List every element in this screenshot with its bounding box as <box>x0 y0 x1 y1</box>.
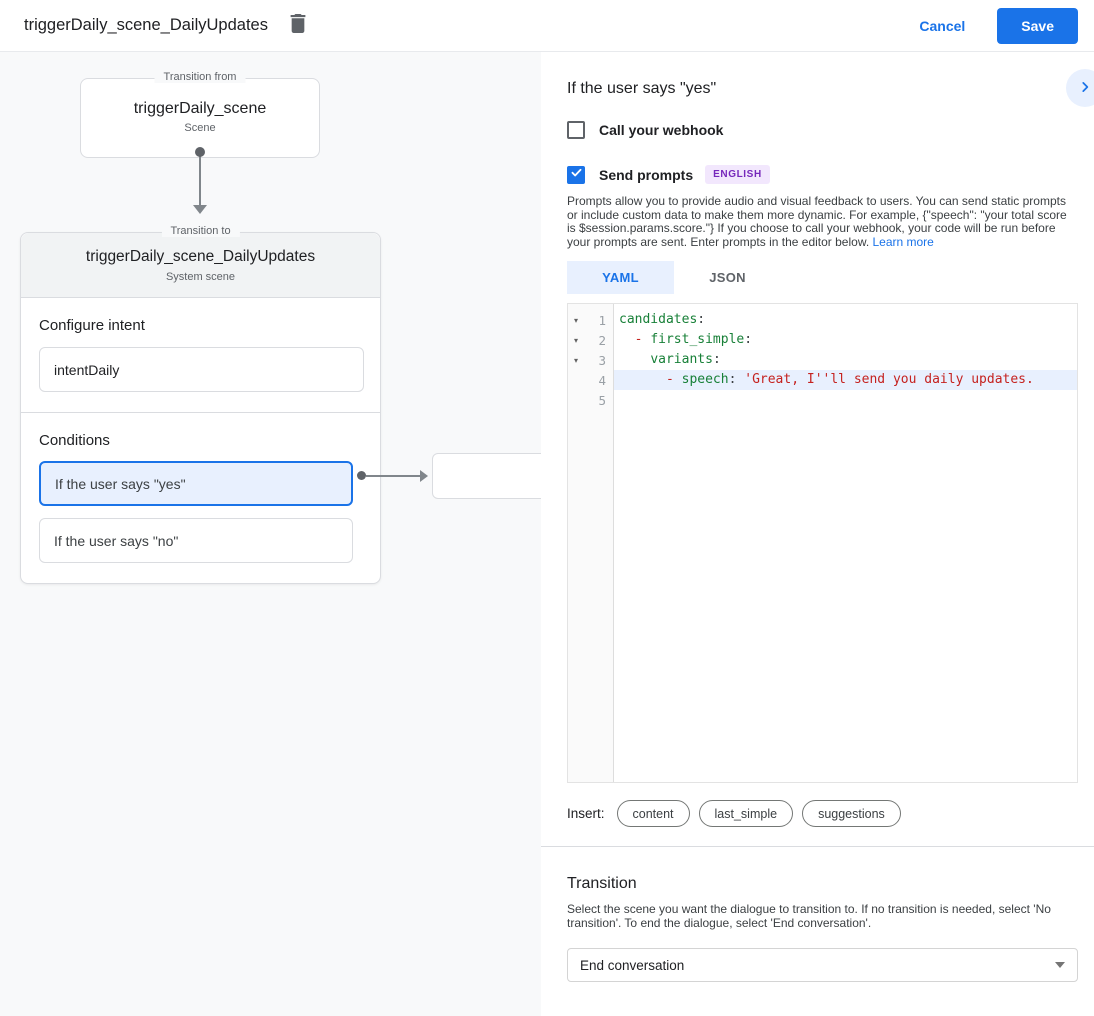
top-bar: triggerDaily_scene_DailyUpdates Cancel S… <box>0 0 1094 52</box>
insert-label: Insert: <box>567 806 605 821</box>
gutter-row: 4 <box>568 370 613 390</box>
code-line-3: variants: <box>614 350 1077 370</box>
transition-arrow-line <box>199 152 201 206</box>
editor-code-area[interactable]: candidates: - first_simple: variants: - … <box>614 304 1077 782</box>
yaml-key: first_simple <box>650 332 745 347</box>
condition-target-node[interactable] <box>432 453 541 499</box>
condition-item-yes[interactable]: If the user says "yes" <box>39 461 353 506</box>
yaml-indent <box>619 332 635 347</box>
tab-yaml[interactable]: YAML <box>567 261 674 294</box>
caret-down-icon <box>1055 962 1065 968</box>
code-line-1: candidates: <box>614 310 1077 330</box>
code-line-5 <box>614 390 1077 410</box>
trash-icon <box>290 13 306 38</box>
language-badge: ENGLISH <box>705 165 770 184</box>
send-prompts-checkbox[interactable] <box>567 165 585 184</box>
save-button[interactable]: Save <box>997 7 1078 44</box>
yaml-key: variants <box>650 352 713 367</box>
transition-description: Select the scene you want the dialogue t… <box>567 902 1051 930</box>
fold-arrow-icon[interactable]: ▾ <box>573 355 578 365</box>
page-title: triggerDaily_scene_DailyUpdates <box>24 16 268 34</box>
editor-format-tabs: YAML JSON <box>567 261 1078 294</box>
to-scene-name: triggerDaily_scene_DailyUpdates <box>85 248 316 265</box>
yaml-punc: : <box>697 312 706 327</box>
transition-from-legend: Transition from <box>154 71 246 83</box>
condition-arrow-origin-dot <box>357 471 366 480</box>
transition-arrow-origin-dot <box>195 147 205 157</box>
main-content: Transition from triggerDaily_scene Scene… <box>0 52 1094 1016</box>
condition-item-no[interactable]: If the user says "no" <box>39 518 353 563</box>
fold-arrow-icon[interactable]: ▾ <box>573 335 578 345</box>
configure-intent-label: Configure intent <box>39 317 145 334</box>
transition-dropdown[interactable]: End conversation <box>567 948 1078 982</box>
chevron-right-icon <box>1078 80 1092 97</box>
webhook-checkbox[interactable] <box>567 121 585 139</box>
yaml-key: speech <box>681 372 729 387</box>
line-number: 4 <box>598 372 606 388</box>
panel-title: If the user says "yes" <box>567 80 717 97</box>
editor-gutter: ▾ 1 ▾ 2 ▾ 3 4 <box>568 304 614 782</box>
insert-chip-suggestions[interactable]: suggestions <box>802 800 901 827</box>
conditions-section: Conditions If the user says "yes" If the… <box>21 412 380 583</box>
yaml-punc: : <box>744 332 753 347</box>
prompt-code-editor[interactable]: ▾ 1 ▾ 2 ▾ 3 4 <box>567 303 1078 783</box>
send-prompts-checkbox-row[interactable]: Send prompts ENGLISH <box>567 165 1078 184</box>
gutter-row: 5 <box>568 390 613 410</box>
transition-to-legend: Transition to <box>161 225 240 237</box>
prompts-description-text: Prompts allow you to provide audio and v… <box>567 194 1067 249</box>
insert-row: Insert: content last_simple suggestions <box>567 800 1078 827</box>
check-icon <box>570 166 583 184</box>
tab-json[interactable]: JSON <box>709 270 746 285</box>
transition-section-title: Transition <box>567 875 637 892</box>
condition-editor-panel: If the user says "yes" Call your webhook… <box>541 52 1094 1016</box>
line-number: 2 <box>598 332 606 348</box>
line-number: 3 <box>598 352 606 368</box>
condition-arrowhead-icon <box>420 470 428 482</box>
to-scene-type: System scene <box>165 271 236 283</box>
learn-more-link[interactable]: Learn more <box>872 234 934 249</box>
from-scene-type: Scene <box>184 122 216 134</box>
transition-dropdown-value: End conversation <box>580 957 685 973</box>
gutter-row: ▾ 2 <box>568 330 613 350</box>
scene-diagram-canvas: Transition from triggerDaily_scene Scene… <box>0 52 541 1016</box>
insert-chip-content[interactable]: content <box>616 800 690 827</box>
from-scene-name: triggerDaily_scene <box>133 100 267 117</box>
code-line-2: - first_simple: <box>614 330 1077 350</box>
yaml-indent <box>619 372 666 387</box>
transition-from-node[interactable]: Transition from triggerDaily_scene Scene <box>80 71 320 158</box>
transition-arrowhead-icon <box>193 205 207 214</box>
webhook-checkbox-row[interactable]: Call your webhook <box>567 121 1078 139</box>
yaml-punc: : <box>712 352 721 367</box>
yaml-string: 'Great, I''ll send you daily updates. <box>744 372 1034 387</box>
insert-chip-last-simple[interactable]: last_simple <box>698 800 794 827</box>
transition-to-card: Transition to triggerDaily_scene_DailyUp… <box>20 225 381 584</box>
line-number: 5 <box>598 392 606 408</box>
to-scene-header[interactable]: triggerDaily_scene_DailyUpdates System s… <box>21 233 380 298</box>
code-line-4-active: - speech: 'Great, I''ll send you daily u… <box>614 370 1077 390</box>
fold-arrow-icon[interactable]: ▾ <box>573 315 578 325</box>
delete-scene-button[interactable] <box>286 13 310 38</box>
send-prompts-checkbox-label: Send prompts <box>599 166 694 183</box>
yaml-indent <box>619 352 650 367</box>
configure-intent-section: Configure intent intentDaily <box>21 298 380 412</box>
yaml-punc: : <box>728 372 745 387</box>
condition-arrow-line <box>366 475 420 477</box>
yaml-dash: - <box>634 332 651 347</box>
yaml-dash: - <box>665 372 682 387</box>
conditions-label: Conditions <box>39 432 110 449</box>
gutter-row: ▾ 1 <box>568 310 613 330</box>
section-divider <box>541 846 1094 847</box>
webhook-checkbox-label: Call your webhook <box>599 122 724 138</box>
intent-item[interactable]: intentDaily <box>39 347 364 392</box>
cancel-button[interactable]: Cancel <box>919 17 966 34</box>
prompts-description: Prompts allow you to provide audio and v… <box>567 194 1078 249</box>
collapse-panel-button[interactable] <box>1066 69 1094 107</box>
gutter-row: ▾ 3 <box>568 350 613 370</box>
line-number: 1 <box>598 312 606 328</box>
yaml-key: candidates <box>619 312 698 327</box>
